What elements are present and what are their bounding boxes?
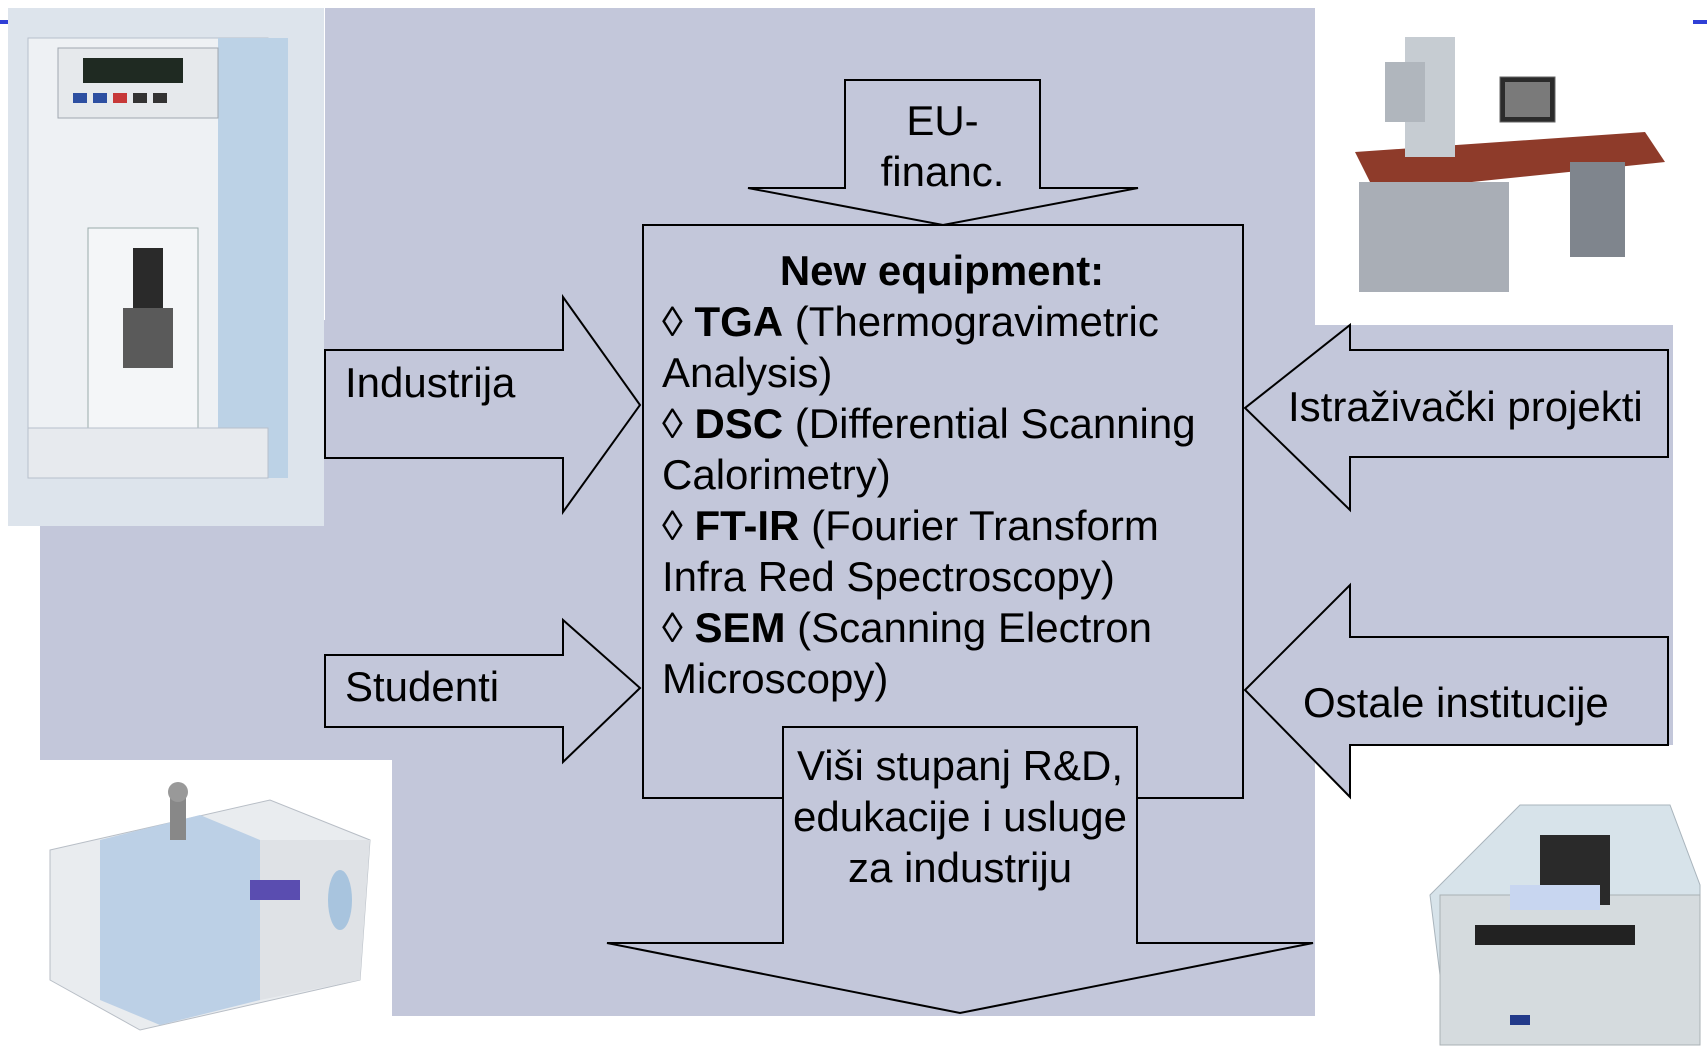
left-arrow-industrija xyxy=(324,293,642,516)
accent-line-right xyxy=(1693,20,1707,24)
right-arrow-istrazivacki xyxy=(1243,322,1669,513)
new-equipment-title: New equipment: xyxy=(779,247,1105,294)
right-arrow-ostale xyxy=(1243,582,1669,800)
top-down-arrow xyxy=(747,79,1139,227)
top-arrow-label: EU- financ. xyxy=(880,97,1005,195)
equipment-item-tga: ◊ TGA (Thermogravimetric Analysis) xyxy=(662,298,1159,396)
bottom-down-arrow xyxy=(606,726,1314,1015)
left-arrow-studenti xyxy=(324,617,642,765)
equipment-item-dsc: ◊ DSC (Differential Scanning Calorimetry… xyxy=(662,400,1196,498)
new-equipment-box: New equipment: ◊ TGA (Thermogravimetric … xyxy=(662,245,1222,704)
left-arrow-label-studenti: Studenti xyxy=(345,663,500,710)
bottom-arrow-label: Viši stupanj R&D, edukacije i usluge za … xyxy=(793,742,1127,891)
center-box-outline xyxy=(642,224,1244,799)
equipment-item-ftir: ◊ FT-IR (Fourier Transform Infra Red Spe… xyxy=(662,502,1159,600)
left-arrow-label-industrija: Industrija xyxy=(345,359,516,406)
right-arrow-label-ostale: Ostale institucije xyxy=(1303,679,1609,726)
accent-line-left xyxy=(0,20,14,24)
equipment-item-sem: ◊ SEM (Scanning Electron Microscopy) xyxy=(662,604,1152,702)
right-arrow-label-istrazivacki: Istraživački projekti xyxy=(1288,383,1643,430)
thermogravimetric-analyzer-photo xyxy=(8,8,324,526)
ftir-spectrometer-photo xyxy=(40,760,392,1050)
electron-microscope-photo xyxy=(1345,22,1665,307)
dsc-instrument-photo xyxy=(1400,775,1707,1055)
